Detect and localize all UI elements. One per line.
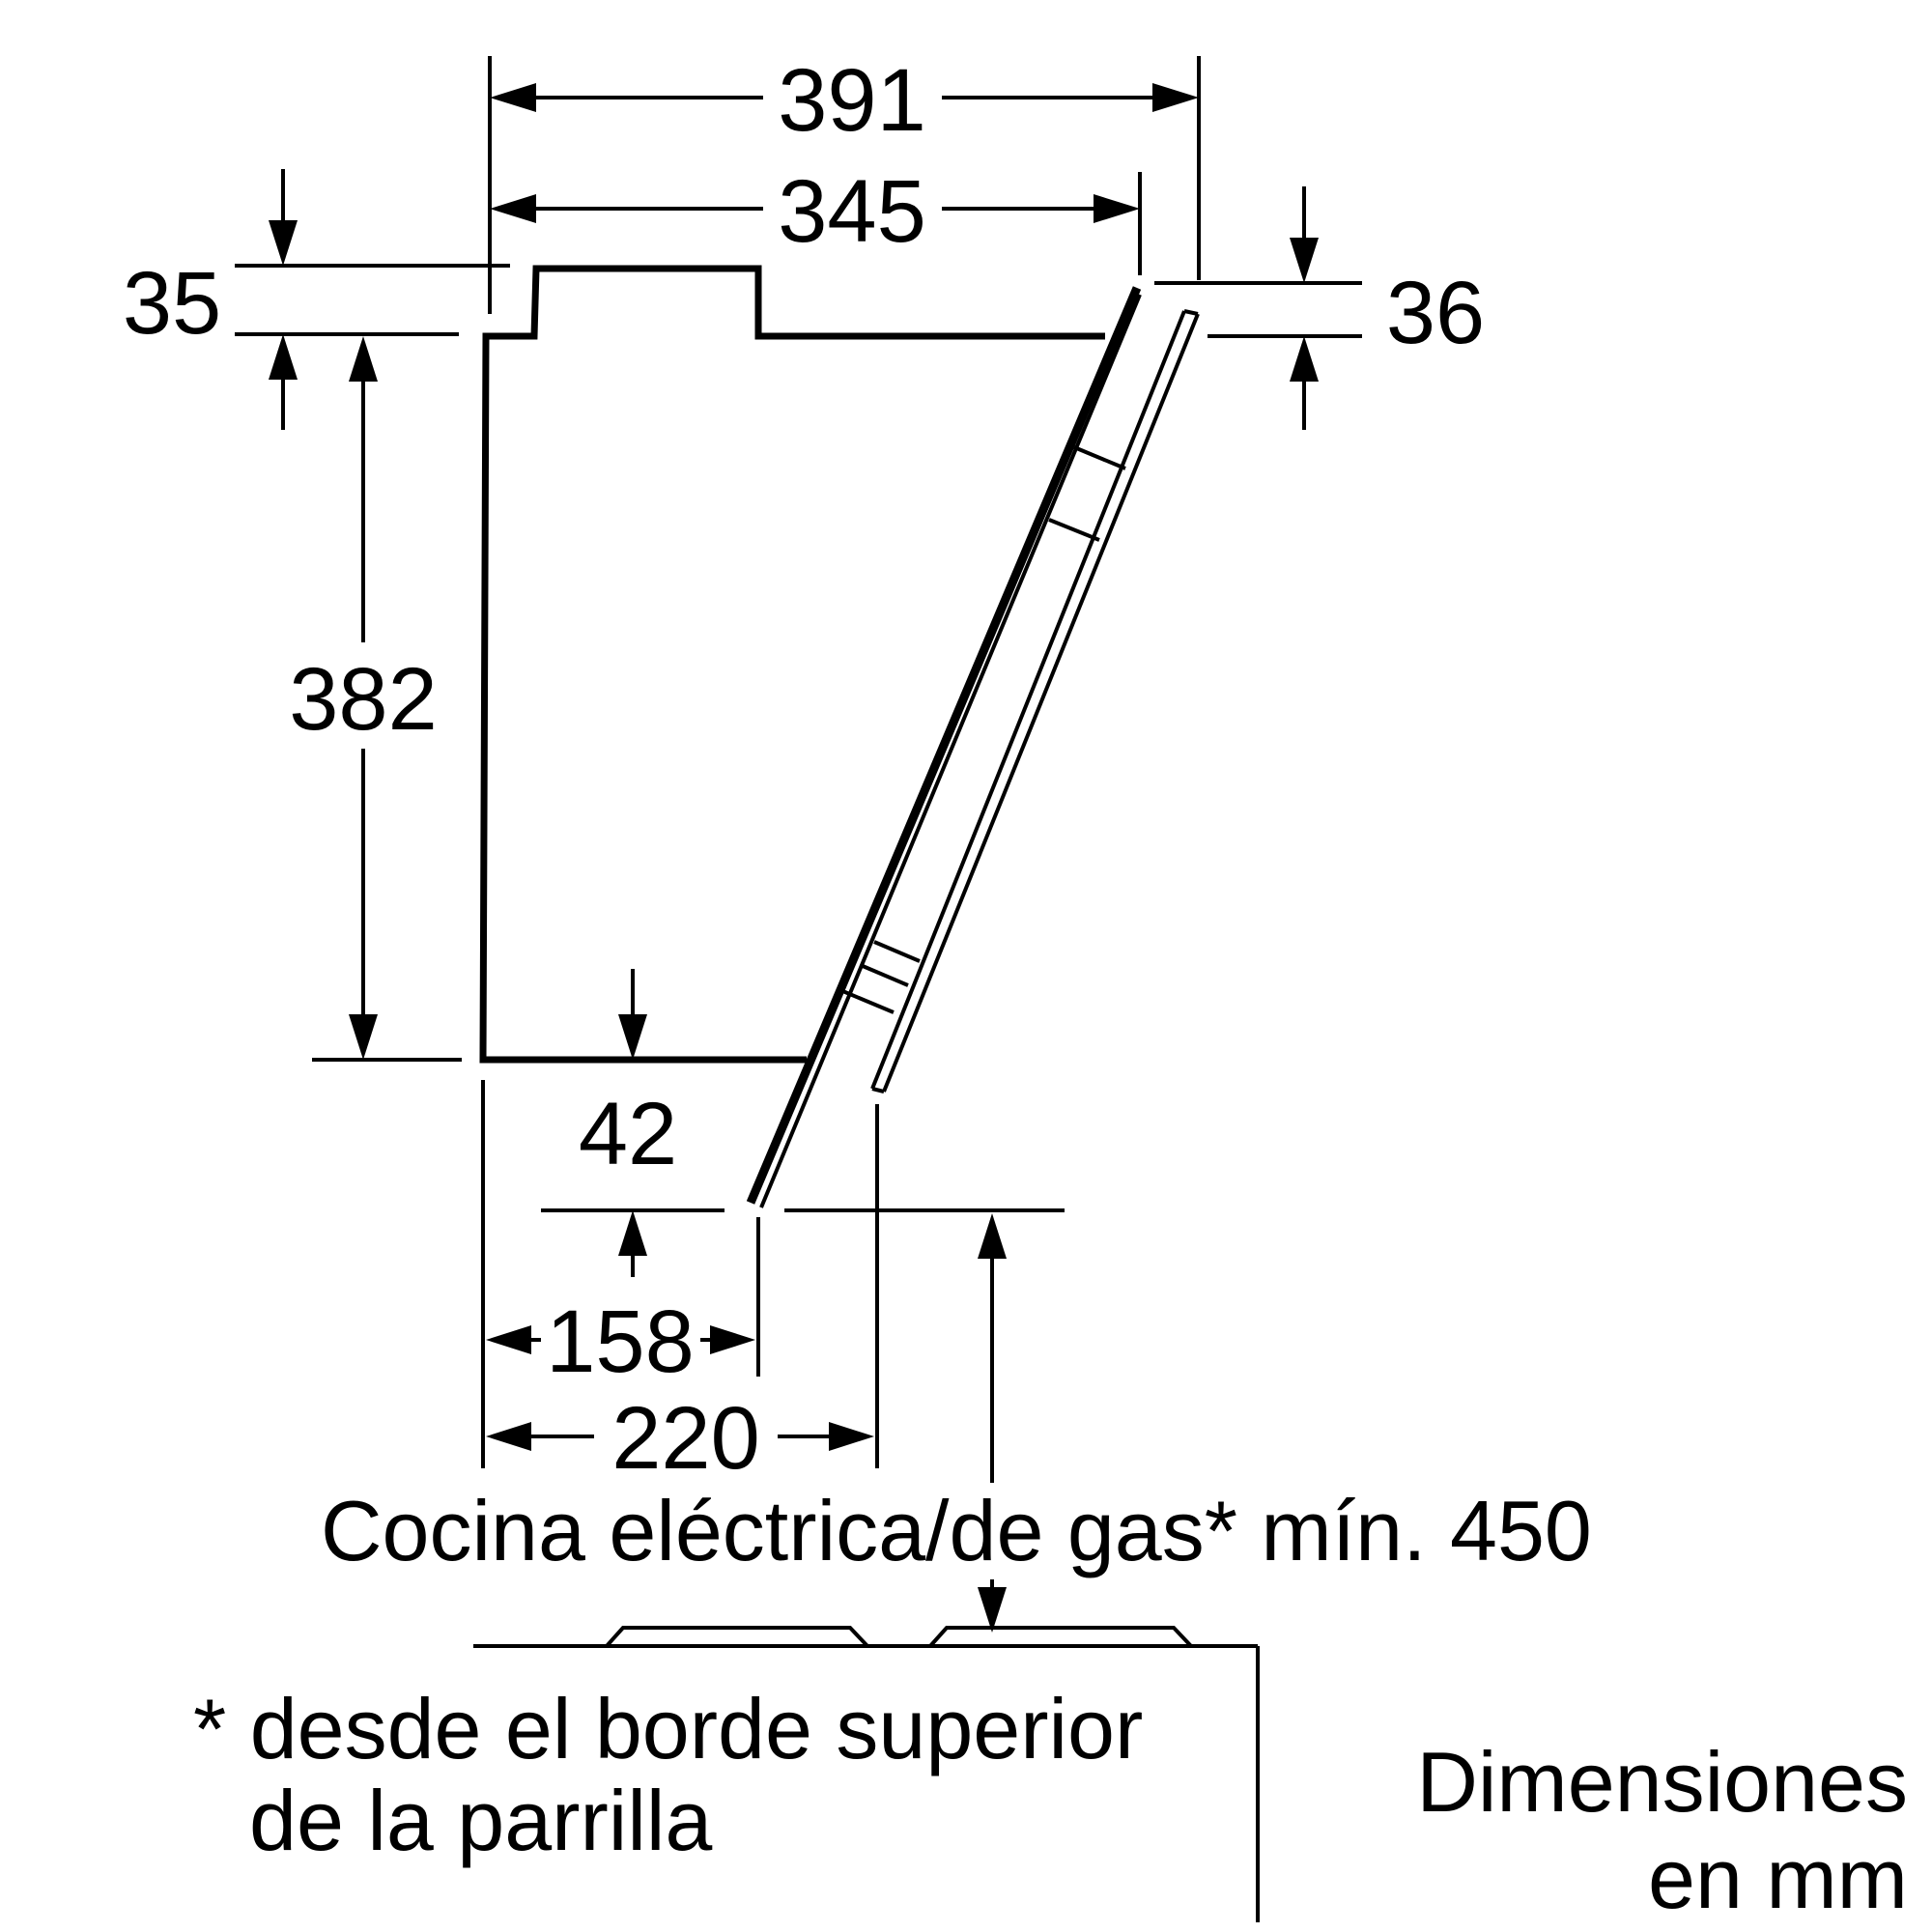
dim-382: 382 xyxy=(289,336,462,1062)
dim-450: Cocina eléctrica/de gas* mín. 450 xyxy=(321,1213,1592,1633)
dim-345-label: 345 xyxy=(778,162,926,261)
dim-36-label: 36 xyxy=(1386,264,1485,362)
dim-36: 36 xyxy=(1154,186,1485,430)
dim-35-label: 35 xyxy=(123,254,221,353)
hood-outline xyxy=(479,265,1105,1064)
dim-220: 220 xyxy=(486,1104,879,1488)
dim-391-label: 391 xyxy=(778,51,926,150)
dim-42: 42 xyxy=(541,969,1065,1277)
footnote-line1: * desde el borde superior xyxy=(193,1681,1143,1776)
dim-391: 391 xyxy=(488,51,1201,314)
glass-panel xyxy=(746,286,1200,1208)
hob-outline xyxy=(473,1626,1260,1922)
dim-345: 345 xyxy=(490,162,1142,275)
units-line2: en mm xyxy=(1648,1831,1908,1926)
dim-158: 158 xyxy=(481,1080,760,1468)
dim-382-label: 382 xyxy=(289,650,438,749)
dim-220-label: 220 xyxy=(611,1389,760,1488)
dim-158-label: 158 xyxy=(546,1293,695,1391)
footnote-line2: de la parrilla xyxy=(249,1773,712,1868)
dim-35: 35 xyxy=(123,169,510,430)
dim-42-label: 42 xyxy=(579,1085,677,1183)
units-line1: Dimensiones xyxy=(1416,1734,1908,1830)
hob-distance-label: Cocina eléctrica/de gas* mín. 450 xyxy=(321,1483,1592,1578)
